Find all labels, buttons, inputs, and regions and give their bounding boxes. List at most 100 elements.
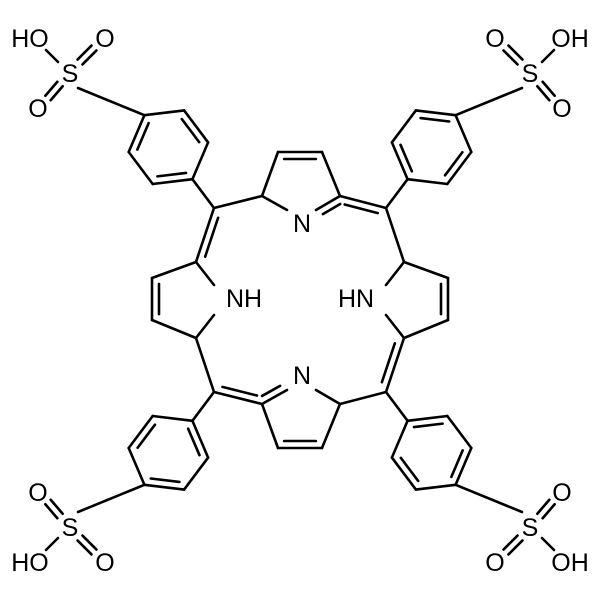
atom-label-o-bottom-left-up: O xyxy=(28,479,47,507)
sulfonyl-double-bond xyxy=(76,44,93,61)
single-bond xyxy=(314,388,342,406)
single-bond xyxy=(384,313,406,340)
single-bond xyxy=(390,109,418,144)
atom-label-layer: N N NH HN HO S O O O OH S O O S HO O O S… xyxy=(11,25,589,577)
single-bond xyxy=(414,109,457,117)
single-bond xyxy=(454,86,524,117)
single-bond xyxy=(338,390,388,406)
single-bond xyxy=(127,150,154,186)
double-bond-inner-line xyxy=(419,116,451,123)
sulfonyl-double-bond xyxy=(44,502,59,520)
sulfonyl-double-bond xyxy=(502,534,519,551)
single-bond xyxy=(151,414,194,423)
double-bond-inner-line xyxy=(156,171,188,178)
atom-label-o-top-right-down: O xyxy=(552,95,571,123)
double-bond-inner-line xyxy=(180,117,201,144)
single-bond xyxy=(384,206,406,264)
single-bond xyxy=(143,109,186,117)
single-bond xyxy=(76,86,146,117)
single-bond xyxy=(454,483,524,514)
atom-label-ho-bottom-left: HO xyxy=(11,549,49,577)
single-bond xyxy=(182,109,210,144)
single-bond xyxy=(150,260,198,280)
double-bond-inner-line xyxy=(412,422,444,429)
atom-label-n-top: N xyxy=(293,210,311,238)
atom-label-o-top-left-down: O xyxy=(28,95,47,123)
single-bond xyxy=(191,141,210,181)
single-bond xyxy=(540,536,556,552)
single-bond xyxy=(384,260,406,287)
single-bond xyxy=(191,177,216,210)
sulfonyl-double-bond xyxy=(81,49,98,66)
single-bond xyxy=(402,260,450,280)
sulfonyl-double-bond xyxy=(44,80,59,98)
double-bond-inner-line xyxy=(450,449,464,479)
single-bond xyxy=(384,336,406,394)
atom-label-oh-top-right: OH xyxy=(551,25,589,53)
double-bond-inner-line xyxy=(136,423,157,450)
atom-label-o-bottom-left-down: O xyxy=(95,549,114,577)
sulfonyl-double-bond xyxy=(536,498,551,516)
single-bond xyxy=(194,206,216,264)
single-bond xyxy=(402,318,450,340)
single-bond xyxy=(320,402,342,450)
single-bond xyxy=(454,113,473,154)
single-bond xyxy=(150,318,198,340)
double-bond-inner-line xyxy=(380,342,397,384)
single-bond xyxy=(320,150,342,198)
single-bond xyxy=(260,402,280,450)
atom-label-s-bottom-right: S xyxy=(522,514,539,542)
single-bond xyxy=(44,536,60,552)
single-bond xyxy=(143,483,186,491)
single-bond xyxy=(260,150,280,198)
sulfonyl-double-bond xyxy=(81,534,98,551)
single-bond xyxy=(406,177,449,186)
atom-label-n-bottom: N xyxy=(293,362,311,390)
double-bond-inner-line xyxy=(399,456,420,483)
atom-label-nh-left: NH xyxy=(226,285,262,313)
sulfonyl-double-bond xyxy=(49,498,64,516)
sulfonyl-double-bond xyxy=(49,84,64,102)
single-bond xyxy=(384,177,409,210)
single-bond xyxy=(194,260,216,287)
single-bond xyxy=(191,390,216,423)
atom-label-o-top-left-up: O xyxy=(95,25,114,53)
single-bond xyxy=(194,313,216,340)
single-bond xyxy=(212,194,264,210)
double-bond-inner-line xyxy=(186,427,201,457)
bond-layer xyxy=(44,44,556,556)
sulfonyl-double-bond xyxy=(541,502,556,520)
double-bond-inner-line xyxy=(136,121,150,151)
single-bond xyxy=(390,141,409,181)
single-bond xyxy=(414,483,457,491)
sulfonyl-double-bond xyxy=(536,84,551,102)
double-bond-inner-line xyxy=(443,150,464,177)
single-bond xyxy=(212,390,264,406)
atom-label-o-bottom-right-down: O xyxy=(485,549,504,577)
double-bond-inner-line xyxy=(343,203,380,215)
double-bond-inner-line xyxy=(203,216,220,258)
single-bond xyxy=(314,194,342,212)
sulfonyl-double-bond xyxy=(507,539,524,556)
single-bond xyxy=(390,456,418,491)
single-bond xyxy=(182,456,210,491)
single-bond xyxy=(338,194,388,210)
double-bond-inner-line xyxy=(149,477,181,484)
single-bond xyxy=(127,446,146,487)
single-bond xyxy=(194,336,216,394)
atom-label-s-top-right: S xyxy=(522,60,539,88)
double-bond-inner-line xyxy=(399,143,414,173)
atom-label-s-top-left: S xyxy=(62,60,79,88)
single-bond xyxy=(540,48,556,64)
atom-label-s-bottom-left: S xyxy=(62,514,79,542)
single-bond xyxy=(446,414,473,450)
sulfonyl-double-bond xyxy=(541,80,556,98)
sulfonyl-double-bond xyxy=(76,539,93,556)
single-bond xyxy=(454,446,473,487)
double-bond-inner-line xyxy=(221,385,259,397)
sulfonyl-double-bond xyxy=(507,44,524,61)
atom-label-ho-top-left: HO xyxy=(11,25,49,53)
single-bond xyxy=(151,177,194,186)
atom-label-o-bottom-right-up: O xyxy=(552,479,571,507)
